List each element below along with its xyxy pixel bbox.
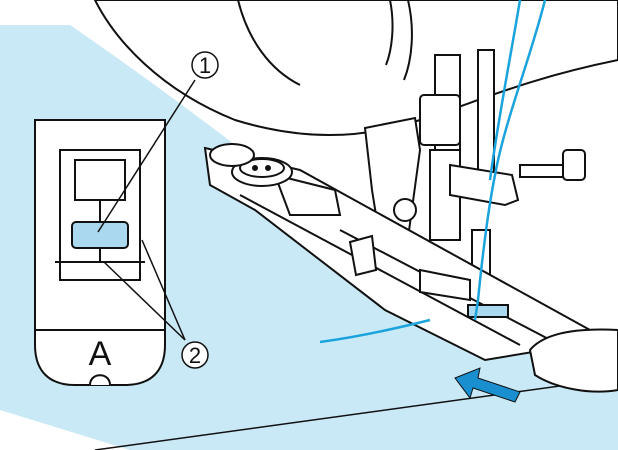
thread — [319, 0, 547, 344]
callout-leaders — [97, 79, 196, 341]
inset-foot-letter: A — [89, 335, 112, 373]
fabric-edge — [94, 377, 618, 450]
inset-foot-detail — [34, 119, 166, 386]
finger — [528, 328, 618, 393]
buttonhole-foot — [203, 143, 592, 362]
callout-1-label: 1 — [199, 53, 211, 78]
direction-arrow-icon — [454, 367, 521, 403]
machine-body — [93, 0, 618, 136]
callout-1: 1 — [191, 51, 219, 79]
callout-2-label: 2 — [189, 343, 201, 368]
callout-2: 2 — [181, 341, 209, 369]
